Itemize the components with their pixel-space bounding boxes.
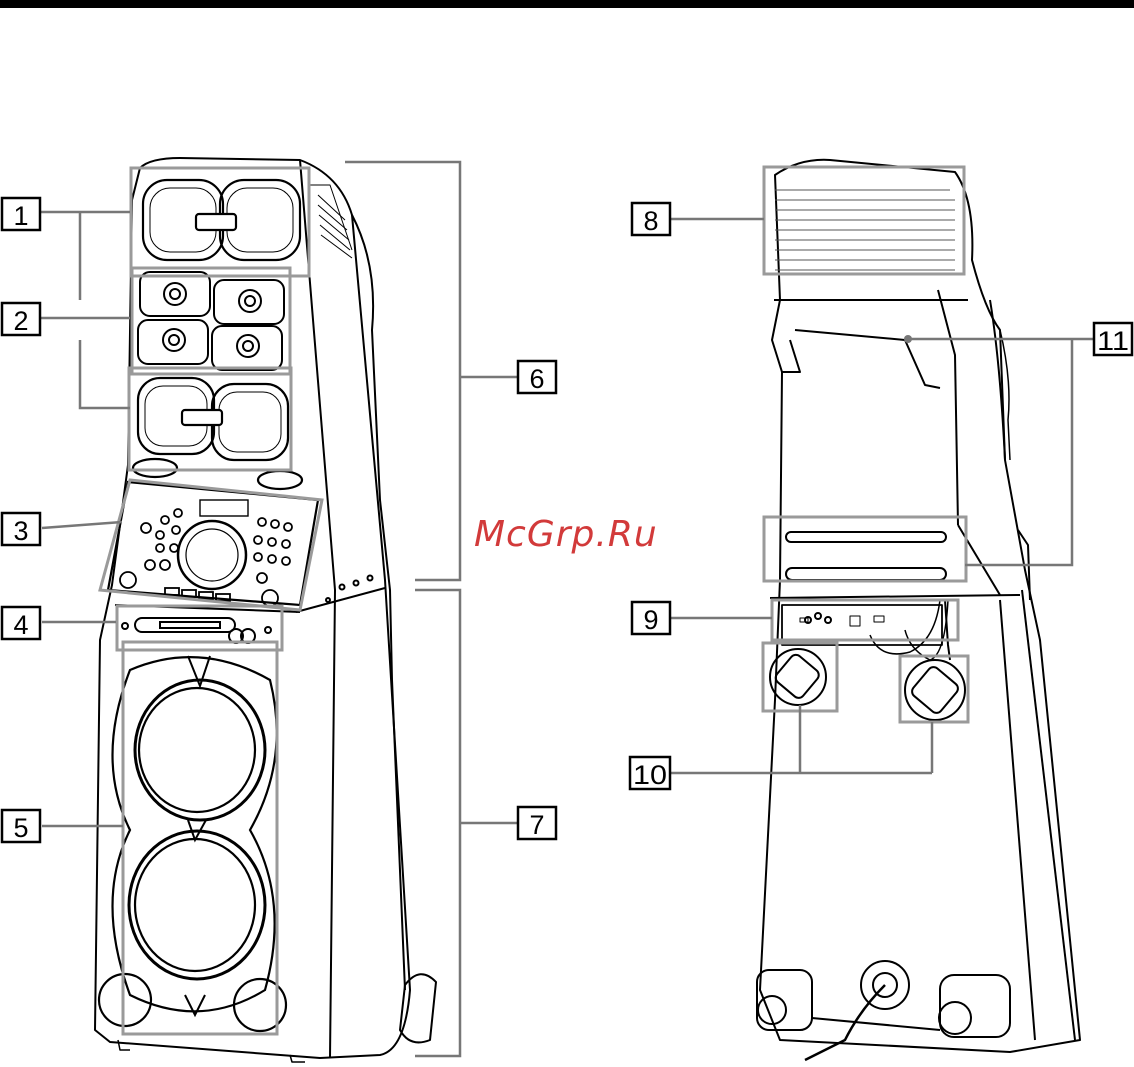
front-mid-drivers [133, 378, 302, 489]
callout-1-label: 1 [13, 201, 28, 231]
back-speaker [757, 160, 1080, 1060]
front-top-drivers [143, 180, 300, 260]
callout-4: 4 [2, 607, 40, 640]
callout-10-label: 10 [633, 760, 667, 790]
callout-5-label: 5 [13, 813, 28, 843]
front-big-woofers [99, 656, 286, 1031]
callout-9-label: 9 [643, 605, 658, 635]
callout-8-label: 8 [643, 206, 658, 236]
callout-11: 11 [1094, 323, 1132, 356]
callout-6-label: 6 [529, 364, 544, 394]
front-disc-slot [122, 618, 271, 643]
callout-7: 7 [518, 807, 556, 840]
callout-5: 5 [2, 810, 40, 843]
front-speaker [95, 158, 436, 1062]
callout-3: 3 [2, 513, 40, 546]
callout-10: 10 [630, 757, 670, 790]
callout-3-label: 3 [13, 516, 28, 546]
callout-11-label: 11 [1097, 326, 1129, 356]
front-control-panel [108, 482, 318, 606]
callout-2: 2 [2, 303, 40, 336]
watermark-text: McGrp.Ru [474, 514, 658, 555]
callout-1: 1 [2, 198, 40, 231]
callout-4-label: 4 [13, 610, 28, 640]
callout-8: 8 [632, 203, 670, 236]
callout-7-label: 7 [529, 810, 544, 840]
callout-dot [904, 335, 912, 343]
callout-9: 9 [632, 602, 670, 635]
callout-2-label: 2 [13, 306, 28, 336]
front-tweeters [138, 272, 284, 370]
callout-6: 6 [518, 361, 556, 394]
